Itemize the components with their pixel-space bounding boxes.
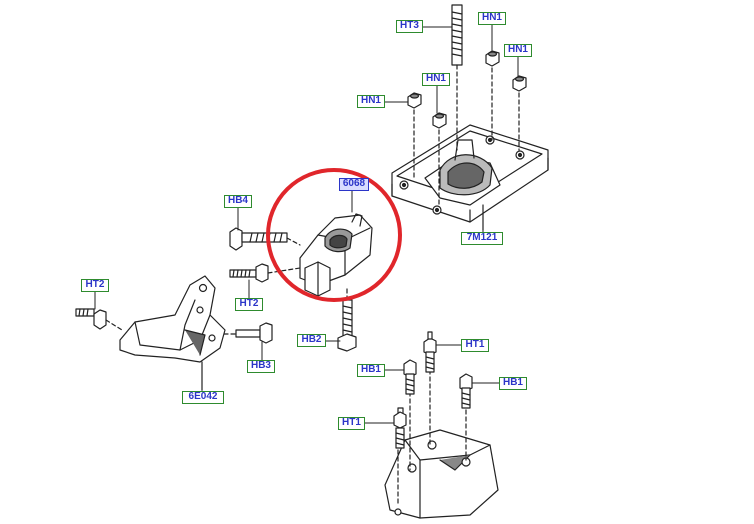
label-6068[interactable]: 6068 — [339, 178, 369, 191]
leader-lines — [94, 24, 519, 424]
nut-hn1-d — [432, 112, 447, 206]
bolt-hb1-right — [459, 373, 473, 409]
bolt-ht1-upper — [423, 331, 437, 373]
label-hb1-left[interactable]: HB1 — [357, 364, 385, 377]
bolt-hb1-left — [403, 359, 417, 395]
label-hn1-d[interactable]: HN1 — [357, 95, 385, 108]
stud-ht2-left — [75, 308, 123, 331]
nut-hn1-b — [512, 75, 527, 151]
nut-hn1-c — [407, 92, 422, 179]
nut-hn1-a — [485, 50, 500, 141]
label-hb4[interactable]: HB4 — [224, 195, 252, 208]
center-mount — [299, 213, 373, 297]
stud-ht3 — [451, 4, 463, 151]
bolt-ht1-lower — [393, 407, 407, 449]
label-7m121[interactable]: 7M121 — [461, 232, 503, 245]
label-hb3[interactable]: HB3 — [247, 360, 275, 373]
bolt-ht2-middle — [229, 263, 301, 283]
upper-mount-bracket — [391, 124, 549, 231]
label-ht1-lower[interactable]: HT1 — [338, 417, 365, 430]
label-ht2-middle[interactable]: HT2 — [235, 298, 263, 311]
lower-bracket — [384, 369, 499, 519]
label-hn1-a[interactable]: HN1 — [478, 12, 506, 25]
side-bracket — [119, 275, 226, 391]
label-hn1-c[interactable]: HN1 — [422, 73, 450, 86]
label-ht2-left[interactable]: HT2 — [81, 279, 109, 292]
bolt-hb2 — [337, 287, 357, 352]
bolt-hb3 — [223, 322, 273, 344]
label-ht3[interactable]: HT3 — [396, 20, 423, 33]
label-hb1-right[interactable]: HB1 — [499, 377, 527, 390]
highlight-ring — [266, 168, 402, 302]
bolt-hb4 — [229, 227, 301, 251]
label-6e042[interactable]: 6E042 — [182, 391, 224, 404]
label-ht1-upper[interactable]: HT1 — [461, 339, 489, 352]
label-hn1-b[interactable]: HN1 — [504, 44, 532, 57]
label-hb2[interactable]: HB2 — [297, 334, 326, 347]
